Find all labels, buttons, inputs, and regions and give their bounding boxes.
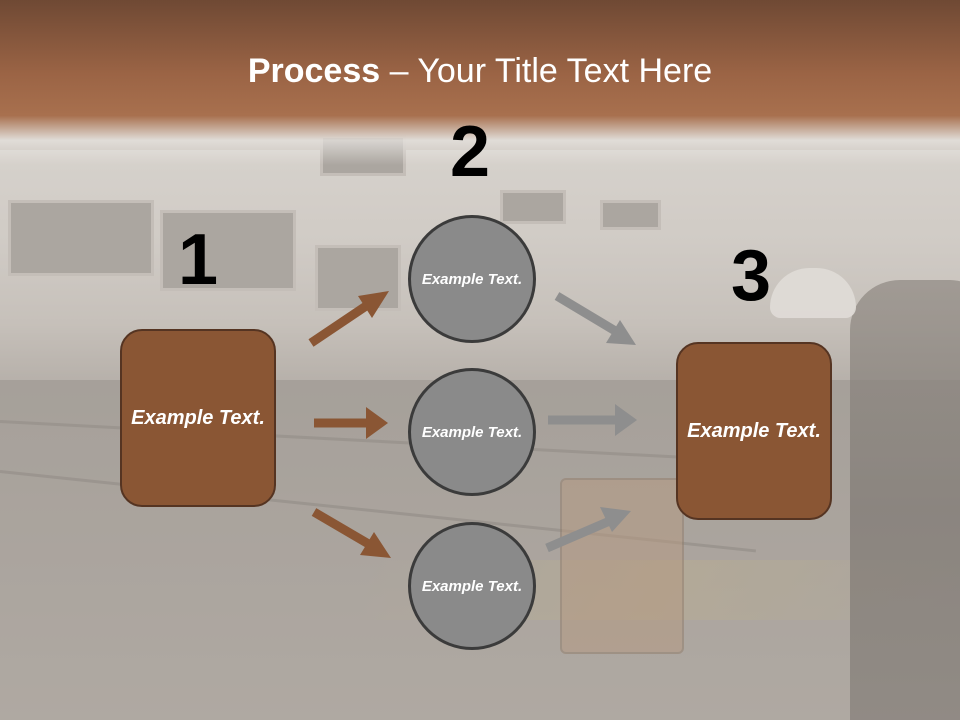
step-box-3[interactable]: Example Text. xyxy=(676,342,832,520)
train-window xyxy=(500,190,566,224)
step-box-1-text: Example Text. xyxy=(131,406,265,429)
process-circle-1[interactable]: Example Text. xyxy=(408,215,536,343)
title-bold: Process xyxy=(247,52,381,90)
process-circle-3-text: Example Text. xyxy=(421,577,523,595)
slide-title: Process – Your Title Text Here xyxy=(0,52,960,91)
process-circle-2-text: Example Text. xyxy=(421,423,523,441)
process-circle-2[interactable]: Example Text. xyxy=(408,368,536,496)
step-box-1[interactable]: Example Text. xyxy=(120,329,276,507)
title-rest: – Your Title Text Here xyxy=(380,52,713,90)
train-window xyxy=(160,210,296,291)
train-window xyxy=(8,200,154,276)
process-circle-1-text: Example Text. xyxy=(421,270,523,288)
person-image xyxy=(850,280,960,720)
process-circle-3[interactable]: Example Text. xyxy=(408,522,536,650)
step-number-3: 3 xyxy=(731,236,772,316)
step-number-2: 2 xyxy=(450,112,491,192)
title-band xyxy=(0,0,960,165)
train-window xyxy=(600,200,661,230)
hat-image xyxy=(770,268,856,318)
step-number-1: 1 xyxy=(178,220,219,300)
step-box-3-text: Example Text. xyxy=(687,419,821,442)
